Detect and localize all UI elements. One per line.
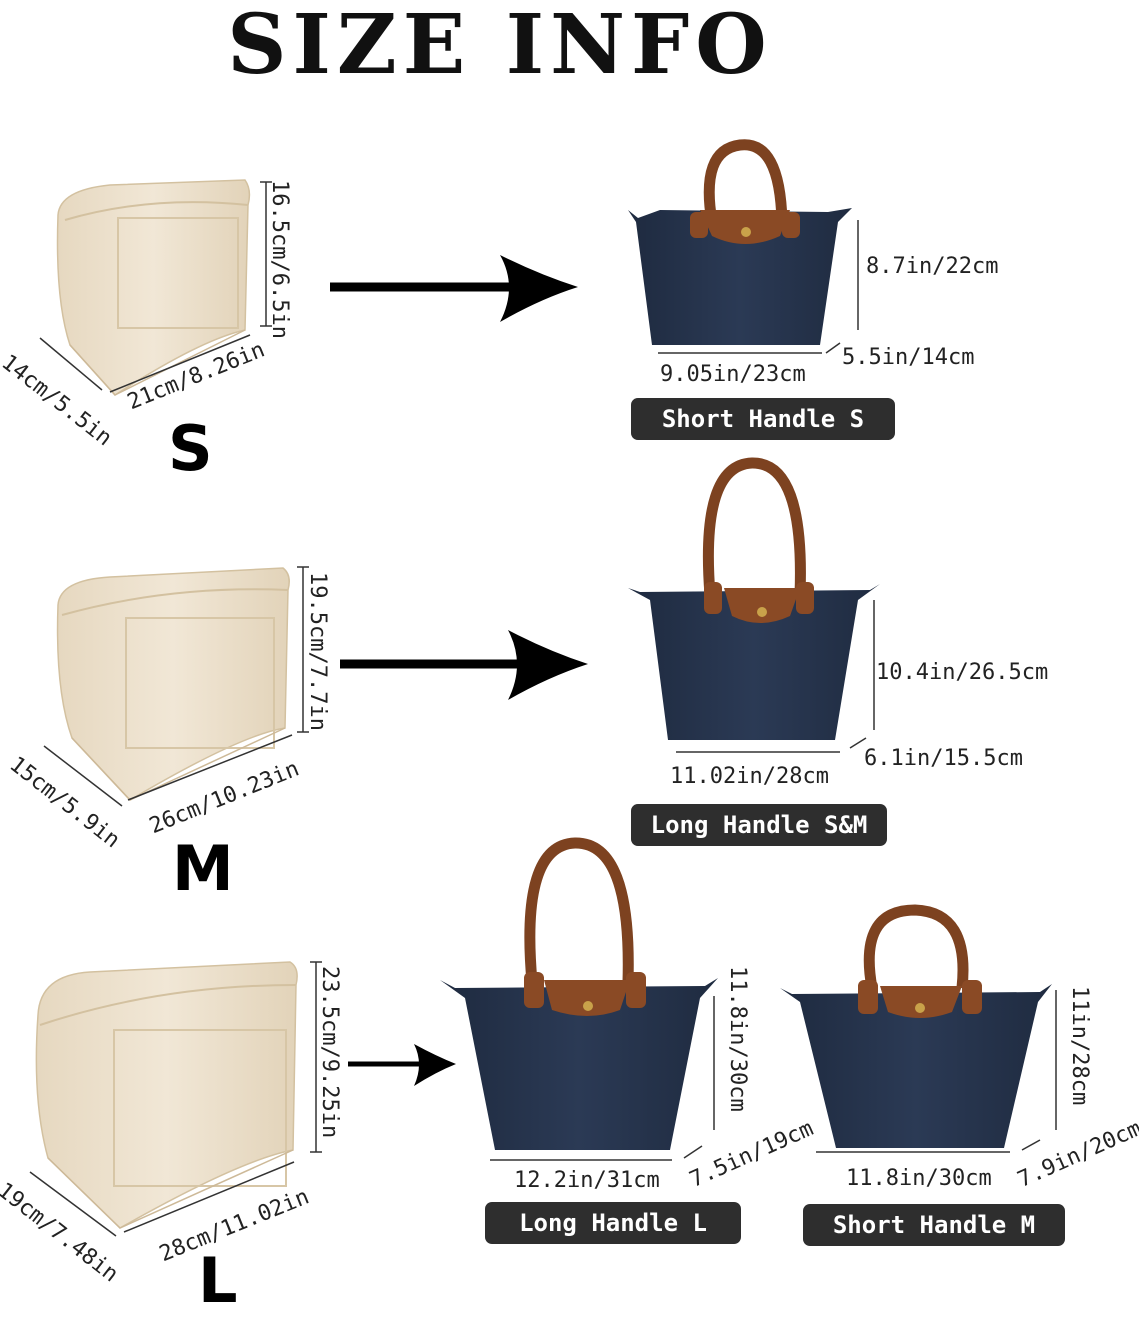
bag-long-handle-l-image: [440, 837, 718, 1150]
bag-long-sm-width: 11.02in/28cm: [670, 764, 829, 789]
bag-label-short-handle-s: Short Handle S: [631, 398, 895, 440]
insert-m-height: 19.5cm/7.7in: [305, 572, 330, 731]
bag-short-m-width: 11.8in/30cm: [846, 1166, 992, 1191]
size-letter-s: S: [168, 412, 213, 485]
insert-m-image: [56, 567, 290, 801]
bag-long-sm-depth: 6.1in/15.5cm: [864, 746, 1023, 771]
size-letter-m: M: [172, 832, 234, 905]
insert-l-height: 23.5cm/9.25in: [317, 966, 342, 1139]
bag-long-l-height: 11.8in/30cm: [725, 966, 750, 1112]
bag-label-long-handle-sm: Long Handle S&M: [631, 804, 887, 846]
bag-short-handle-s-image: [628, 139, 852, 345]
bag-label-short-handle-m: Short Handle M: [803, 1204, 1065, 1246]
size-letter-l: L: [198, 1244, 238, 1317]
bag-short-s-height: 8.7in/22cm: [866, 254, 999, 279]
bag-short-s-depth: 5.5in/14cm: [842, 345, 975, 370]
insert-s-height: 16.5cm/6.5in: [267, 180, 292, 339]
page-title: SIZE INFO: [227, 0, 773, 93]
bag-long-handle-sm-image: [628, 457, 880, 740]
bag-short-handle-m-image: [780, 904, 1052, 1148]
bag-label-long-handle-l: Long Handle L: [485, 1202, 741, 1244]
insert-s-image: [56, 179, 251, 396]
bag-short-m-height: 11in/28cm: [1067, 986, 1092, 1106]
bag-long-l-width: 12.2in/31cm: [514, 1168, 660, 1193]
insert-l-image: [35, 961, 298, 1229]
bag-long-sm-height: 10.4in/26.5cm: [876, 660, 1049, 685]
bag-short-s-width: 9.05in/23cm: [660, 362, 806, 387]
